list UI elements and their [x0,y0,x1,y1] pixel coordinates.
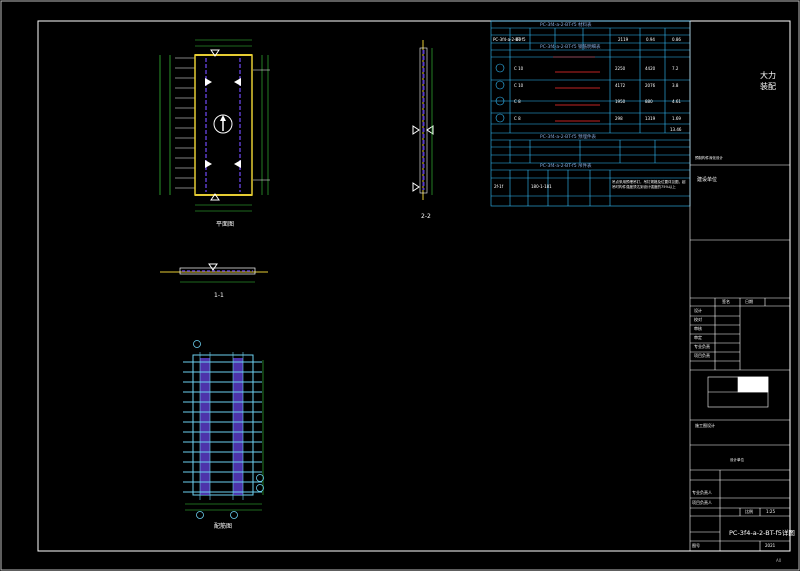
rebar-total: 13.46 [670,127,682,132]
section-1-1 [160,263,268,283]
sign-row-label: 审定 [694,335,702,340]
sign-row-label: 设计 [694,308,702,313]
table-red-rebar-shapes [555,71,600,122]
scale-value: 1:25 [766,509,775,514]
rebar-1-w: 4420 [645,66,656,71]
material-table [490,20,691,207]
note-text: 吊点采用预埋吊钉，吊钉规格及位置详见图，起吊时构件强度须达到设计强度的75%以上 [612,180,686,189]
rebar-3-dia: C 8 [514,99,521,104]
scale-label: 比例 [745,509,753,514]
revision: A0 [776,558,782,563]
rebar-4-w: 1319 [645,116,656,121]
rebar-4-t: 1.69 [672,116,681,121]
plan-view-label: 平面图 [216,221,235,228]
lift-spec: 180-1-181 [531,184,552,189]
sign-row-label: 专业负责 [694,344,710,349]
col1-label: 签名 [722,299,730,304]
col2-label: 日期 [745,299,753,304]
table-title-2: PC-3f4-a-2-BT-f5 钢筋明细表 [540,45,601,50]
rebar-view [183,340,264,519]
sheet-label: 图号 [692,543,700,548]
rebar-1-len: 2250 [615,66,626,71]
section-2-2 [412,40,434,200]
rebar-3-t: 4.61 [672,99,681,104]
rebar-3-len: 1950 [615,99,626,104]
stamp-label: 建设单位 [697,177,718,183]
table-row1-v5: 0.94 [646,37,655,42]
table-row1-code: PC-3f4-a-2-BT-f5 [493,37,526,42]
subtitle: 预制构件深化设计 [695,156,723,160]
rebar-1-dia: C 10 [514,66,524,71]
rebar-view-label: 配筋图 [214,523,233,530]
rebar-2-w: 2076 [645,83,656,88]
section-1-1-label: 1-1 [214,292,224,299]
design-stage: 施工图设计 [695,423,715,428]
approver: 项目负责人 [692,500,712,505]
table-title-1: PC-3f4-a-2-BT-f5 材料表 [540,23,592,28]
sign-row-label: 校对 [694,317,702,322]
rebar-4-dia: C 8 [514,116,521,121]
inner-frame [37,20,791,552]
sign-row-label: 审核 [694,326,702,331]
sheet-value: 2021 [765,543,776,548]
rebar-4-len: 298 [615,116,623,121]
sign-row-label: 项目负责 [694,353,710,358]
lift-code: 2f-1f [494,184,504,189]
table-title-4: PC-3f4-a-2-BT-f5 吊件表 [540,164,592,169]
checker: 专业负责人 [692,490,712,495]
rebar-2-dia: C 10 [514,83,524,88]
section-2-2-label: 2-2 [421,213,431,220]
project-name: 大力装配 [760,71,776,91]
company-label: 设计单位 [730,458,744,462]
table-row1-v1: 60 [516,37,522,42]
rebar-1-t: 7.2 [672,66,679,71]
table-row1-v6: 0.86 [672,37,681,42]
rebar-2-t: 3.8 [672,83,679,88]
rebar-3-w: 880 [645,99,653,104]
plan-view [159,39,270,212]
title-block [689,21,790,551]
rebar-2-len: 4172 [615,83,626,88]
table-title-3: PC-3f4-a-2-BT-f5 预埋件表 [540,135,597,140]
drawing-name: PC-3f4-a-2-BT-f5详图 [729,529,795,537]
table-row1-v4: 2119 [618,37,629,42]
